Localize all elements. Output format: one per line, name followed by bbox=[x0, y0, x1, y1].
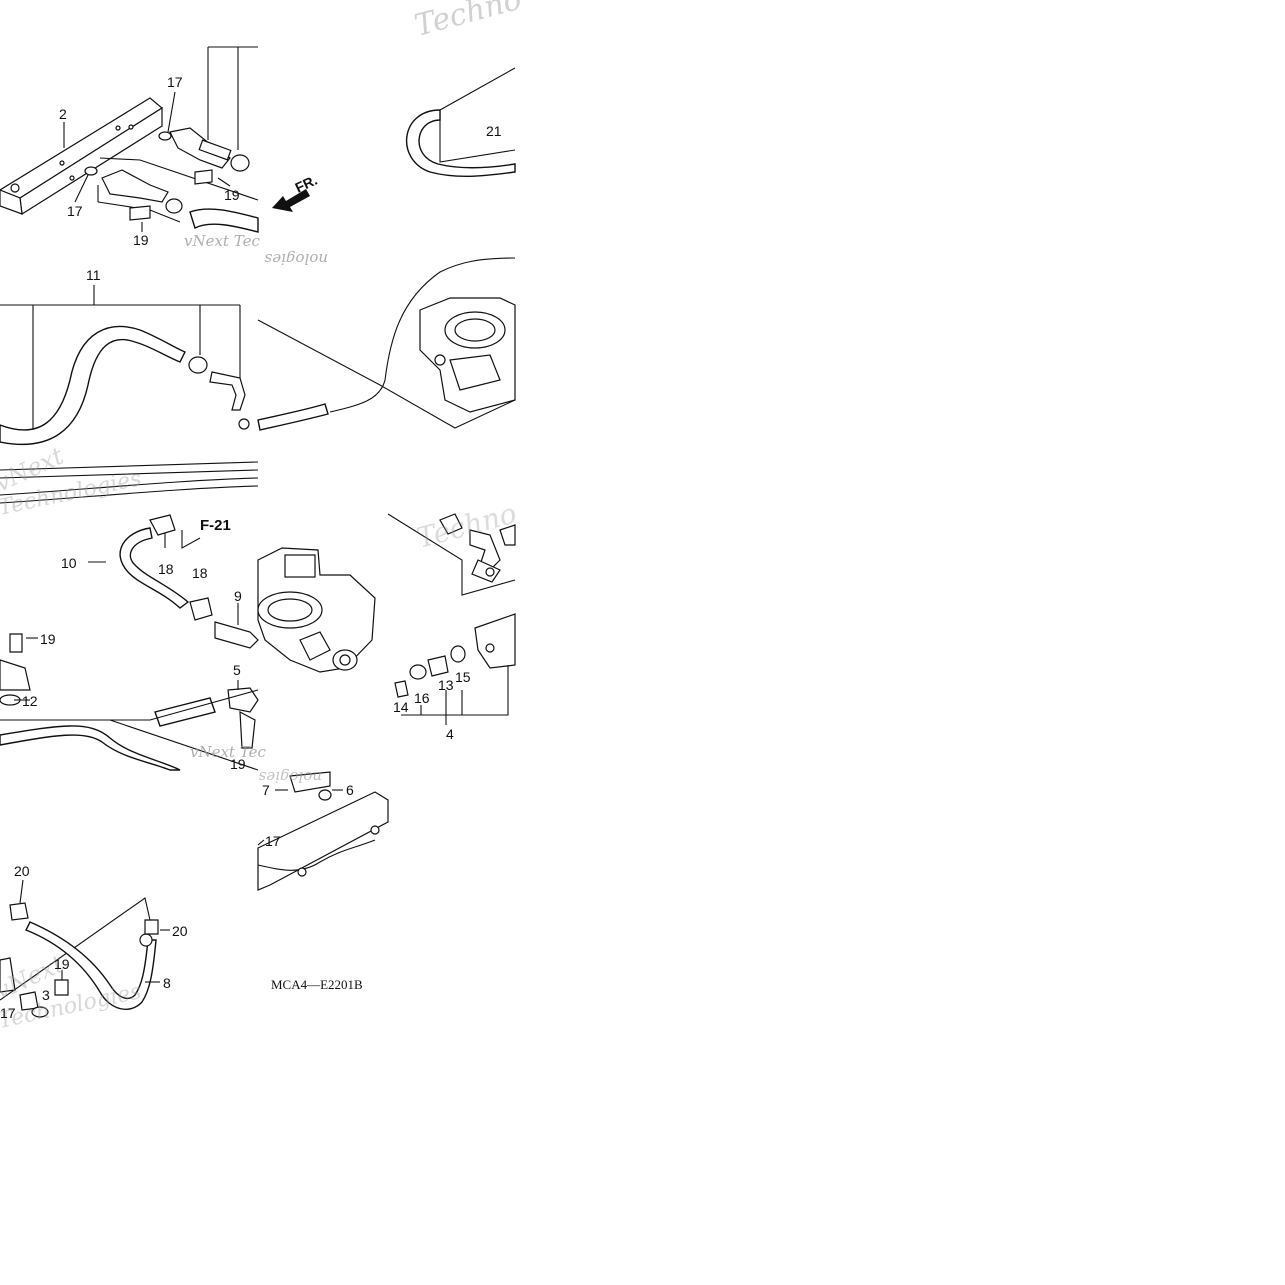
tile-pipe-assembly bbox=[387, 513, 516, 725]
front-direction-mark: FR. bbox=[293, 172, 320, 196]
tile-lower-rail bbox=[257, 771, 389, 891]
diagram-code: MCA4—E2201B bbox=[271, 977, 363, 992]
callout-18: 18 bbox=[158, 561, 174, 577]
callout-6: 6 bbox=[346, 782, 354, 798]
watermark-1: Techno bbox=[411, 0, 525, 44]
callout-11: 11 bbox=[86, 267, 101, 283]
callout-12: 12 bbox=[22, 693, 38, 709]
callout-9: 9 bbox=[234, 588, 242, 604]
watermark-7: vNext Tec bbox=[190, 743, 266, 761]
callout-3: 3 bbox=[42, 987, 50, 1003]
callout-19: 19 bbox=[224, 187, 240, 203]
callout-14: 14 bbox=[393, 699, 409, 715]
tile-fuel-rail bbox=[0, 46, 310, 233]
callout-17: 17 bbox=[0, 1005, 16, 1021]
callout-13: 13 bbox=[438, 677, 454, 693]
callout-19: 19 bbox=[40, 631, 56, 647]
callout-19: 19 bbox=[133, 232, 149, 248]
watermark-3: nologies bbox=[264, 250, 328, 268]
callout-17: 17 bbox=[167, 74, 183, 90]
callout-15: 15 bbox=[455, 669, 471, 685]
callout-10: 10 bbox=[61, 555, 77, 571]
callout-21: 21 bbox=[486, 123, 502, 139]
tile-throttle-upper bbox=[257, 257, 516, 431]
callout-20: 20 bbox=[172, 923, 188, 939]
callout-19: 19 bbox=[54, 956, 70, 972]
callout-7: 7 bbox=[262, 782, 270, 798]
watermark-6: Techno bbox=[413, 497, 520, 555]
callout-17: 17 bbox=[67, 203, 83, 219]
callout-16: 16 bbox=[414, 690, 430, 706]
callout-2: 2 bbox=[59, 106, 67, 122]
tile-hose-11 bbox=[0, 285, 259, 504]
callout-4: 4 bbox=[446, 726, 454, 742]
tile-throttle-middle bbox=[257, 547, 376, 673]
tile-hose-8 bbox=[0, 879, 170, 1018]
callout-17: 17 bbox=[265, 833, 281, 849]
callout-20: 20 bbox=[14, 863, 30, 879]
reference-mark-f21: F-21 bbox=[200, 517, 231, 534]
watermark-8: nologies bbox=[258, 768, 322, 786]
callout-19: 19 bbox=[230, 756, 246, 772]
tile-hose-10 bbox=[0, 514, 259, 771]
tile-hose-21 bbox=[406, 67, 516, 178]
callout-5: 5 bbox=[233, 662, 241, 678]
watermark-2: vNext Tec bbox=[184, 232, 260, 250]
callout-18: 18 bbox=[192, 565, 208, 581]
callout-8: 8 bbox=[163, 975, 171, 991]
